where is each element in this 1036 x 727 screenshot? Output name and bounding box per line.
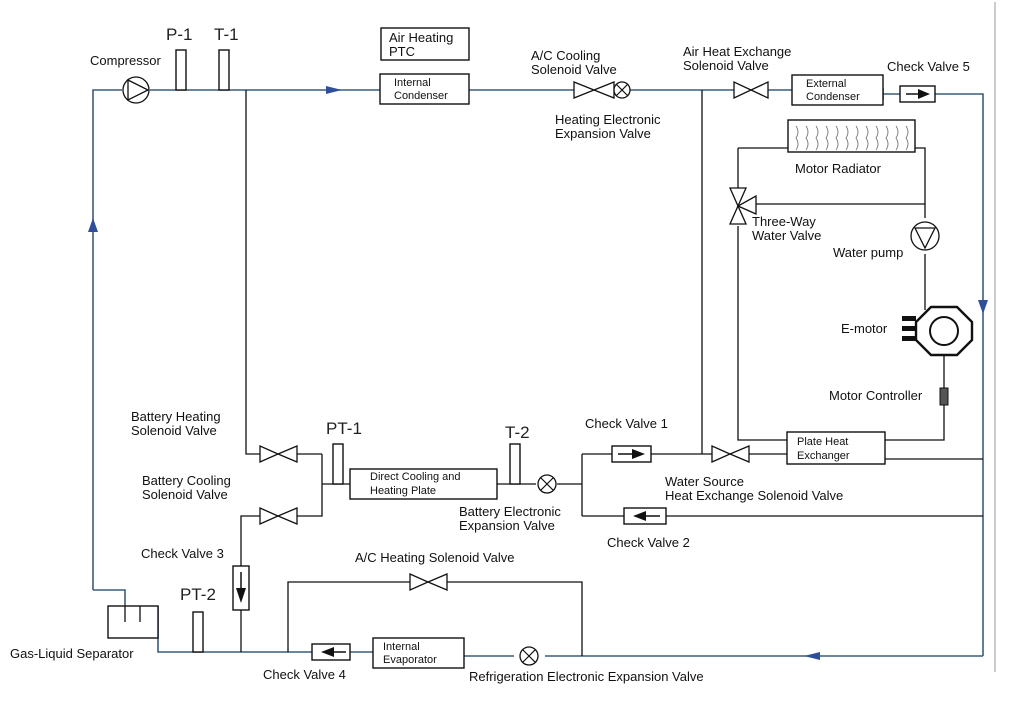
e-motor-label: E-motor	[841, 321, 888, 336]
flow-arrow-right	[326, 86, 342, 94]
compressor-label: Compressor	[90, 53, 161, 68]
internal-evaporator-label-1: Internal	[383, 641, 420, 653]
pt1-label: PT-1	[326, 419, 362, 438]
refrigeration-expansion-valve	[519, 646, 539, 666]
direct-plate-label-1: Direct Cooling and	[370, 471, 461, 483]
plate-heat-exchanger	[786, 431, 886, 465]
battery-heating-valve-label-2: Solenoid Valve	[131, 423, 217, 438]
t1-label: T-1	[214, 25, 239, 44]
motor-controller-label: Motor Controller	[829, 388, 923, 403]
check-valve-1	[611, 445, 652, 463]
battery-cooling-valve-label-2: Solenoid Valve	[142, 487, 228, 502]
water-source-valve-label-1: Water Source	[665, 474, 744, 489]
pt1-sensor	[332, 443, 344, 485]
internal-condenser	[379, 73, 470, 105]
plate-hx-label-2: Exchanger	[797, 450, 850, 462]
air-heating-ptc-label-1: Air Heating	[389, 30, 453, 45]
gas-liquid-separator-label: Gas-Liquid Separator	[10, 646, 134, 661]
direct-cooling-heating-plate	[349, 468, 498, 500]
air-hx-valve-label-1: Air Heat Exchange	[683, 44, 791, 59]
air-heating-ptc	[380, 27, 470, 61]
motor-radiator-label: Motor Radiator	[795, 161, 882, 176]
check-valve-5-label: Check Valve 5	[887, 59, 970, 74]
flow-arrow-down	[978, 300, 988, 314]
battery-heating-valve-label-1: Battery Heating	[131, 409, 221, 424]
pt2-label: PT-2	[180, 585, 216, 604]
branch-lines	[240, 90, 983, 656]
check-valve-3-label: Check Valve 3	[141, 546, 224, 561]
water-source-solenoid-valve	[711, 444, 750, 464]
ac-cooling-valve-label-1: A/C Cooling	[531, 48, 600, 63]
check-valve-2-label: Check Valve 2	[607, 535, 690, 550]
ac-cooling-solenoid-valve	[573, 81, 615, 99]
coolant-loop	[737, 147, 945, 441]
external-condenser-label-2: Condenser	[806, 91, 860, 103]
check-valve-4-label: Check Valve 4	[263, 667, 346, 682]
t2-label: T-2	[505, 423, 530, 442]
external-condenser-label-1: External	[806, 78, 846, 90]
battery-eev-label-2: Expansion Valve	[459, 518, 555, 533]
heating-eev-label-2: Expansion Valve	[555, 126, 651, 141]
battery-cooling-valve-label-1: Battery Cooling	[142, 473, 231, 488]
heating-expansion-valve	[613, 81, 631, 99]
battery-cooling-solenoid-valve	[259, 506, 298, 526]
water-source-valve-label-2: Heat Exchange Solenoid Valve	[665, 488, 843, 503]
check-valve-4	[311, 643, 351, 661]
p1-sensor	[175, 49, 187, 91]
internal-condenser-label-1: Internal	[394, 77, 431, 89]
check-valve-3	[232, 565, 250, 611]
water-pump-label: Water pump	[833, 245, 903, 260]
pt2-sensor	[192, 611, 204, 653]
heating-eev-label-1: Heating Electronic	[555, 112, 661, 127]
ac-heating-valve-label: A/C Heating Solenoid Valve	[355, 550, 514, 565]
t2-sensor	[509, 443, 521, 485]
battery-eev-label-1: Battery Electronic	[459, 504, 561, 519]
ac-heating-solenoid-valve	[409, 572, 448, 592]
check-valve-1-label: Check Valve 1	[585, 416, 668, 431]
check-valve-5	[899, 85, 936, 103]
internal-condenser-label-2: Condenser	[394, 90, 448, 102]
flow-arrow-left	[804, 652, 820, 660]
direct-plate-label-2: Heating Plate	[370, 485, 436, 497]
motor-radiator	[787, 119, 916, 153]
flow-arrows	[88, 86, 988, 660]
three-way-label-2: Water Valve	[752, 228, 821, 243]
p1-label: P-1	[166, 25, 192, 44]
t1-sensor	[218, 49, 230, 91]
three-way-water-valve	[728, 187, 757, 225]
compressor	[122, 76, 150, 104]
flow-arrow-up	[88, 218, 98, 232]
internal-evaporator	[372, 637, 465, 669]
plate-hx-label-1: Plate Heat	[797, 436, 848, 448]
refrigeration-eev-label: Refrigeration Electronic Expansion Valve	[469, 669, 704, 684]
internal-evaporator-label-2: Evaporator	[383, 654, 437, 666]
e-motor	[902, 305, 974, 357]
air-heating-ptc-label-2: PTC	[389, 44, 415, 59]
ac-cooling-valve-label-2: Solenoid Valve	[531, 62, 617, 77]
three-way-label-1: Three-Way	[752, 214, 816, 229]
external-condenser	[791, 74, 884, 106]
battery-heating-solenoid-valve	[259, 444, 298, 464]
battery-expansion-valve	[537, 474, 557, 494]
air-hx-valve-label-2: Solenoid Valve	[683, 58, 769, 73]
water-pump	[910, 221, 940, 251]
gas-liquid-separator	[107, 605, 159, 639]
check-valve-2	[623, 507, 667, 525]
air-heat-exchange-solenoid-valve	[733, 80, 769, 100]
motor-controller	[939, 387, 949, 406]
